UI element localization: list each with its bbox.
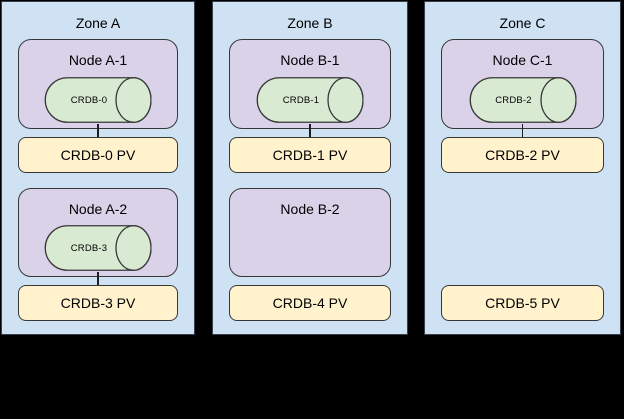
crdb-0-connector-line bbox=[97, 124, 99, 137]
crdb-3-pod-label: CRDB-3 bbox=[70, 242, 108, 254]
crdb-2-cylinder-icon: CRDB-2 bbox=[469, 77, 576, 123]
zone-a: Zone A Node A-1 CRDB-0 CRDB-0 PV Node A-… bbox=[1, 1, 195, 335]
crdb-2-pod-label: CRDB-2 bbox=[495, 94, 532, 106]
node-c-1: Node C-1 CRDB-2 bbox=[441, 39, 604, 129]
zone-a-label: Zone A bbox=[75, 15, 121, 31]
node-a-1: Node A-1 CRDB-0 bbox=[18, 39, 178, 129]
crdb-1-connector-line bbox=[309, 124, 311, 137]
node-b-1: Node B-1 CRDB-1 bbox=[229, 39, 391, 129]
crdb-2-connector-line bbox=[521, 124, 524, 137]
node-b-2-label: Node B-2 bbox=[280, 201, 340, 217]
node-a-1-label: Node A-1 bbox=[68, 52, 128, 68]
crdb-1-pv-box: CRDB-1 PV bbox=[229, 137, 391, 173]
crdb-2-pv-box: CRDB-2 PV bbox=[441, 137, 604, 173]
crdb-4-pv-box: CRDB-4 PV bbox=[229, 285, 391, 321]
node-c-1-label: Node C-1 bbox=[492, 52, 553, 68]
crdb-3-cylinder-icon: CRDB-3 bbox=[44, 225, 152, 271]
node-b-1-label: Node B-1 bbox=[280, 52, 340, 68]
crdb-0-pod-label: CRDB-0 bbox=[70, 94, 108, 106]
zone-b: Zone B Node B-1 CRDB-1 CRDB-1 PV Node B-… bbox=[212, 1, 408, 335]
crdb-3-connector-line bbox=[97, 272, 99, 285]
crdb-1-cylinder-icon: CRDB-1 bbox=[256, 77, 364, 123]
crdb-0-pv-box: CRDB-0 PV bbox=[18, 137, 178, 173]
zone-c: Zone C Node C-1 CRDB-2 CRDB-2 PV CRDB-5 … bbox=[424, 1, 621, 335]
zone-c-label: Zone C bbox=[499, 15, 546, 31]
node-b-2: Node B-2 bbox=[229, 188, 391, 277]
node-a-2-label: Node A-2 bbox=[68, 201, 128, 217]
crdb-3-pv-box: CRDB-3 PV bbox=[18, 285, 178, 321]
crdb-0-cylinder-icon: CRDB-0 bbox=[44, 77, 152, 123]
crdb-5-pv-box: CRDB-5 PV bbox=[441, 285, 604, 321]
node-a-2: Node A-2 CRDB-3 bbox=[18, 188, 178, 277]
zone-b-label: Zone B bbox=[287, 15, 333, 31]
crdb-1-pod-label: CRDB-1 bbox=[282, 94, 320, 106]
